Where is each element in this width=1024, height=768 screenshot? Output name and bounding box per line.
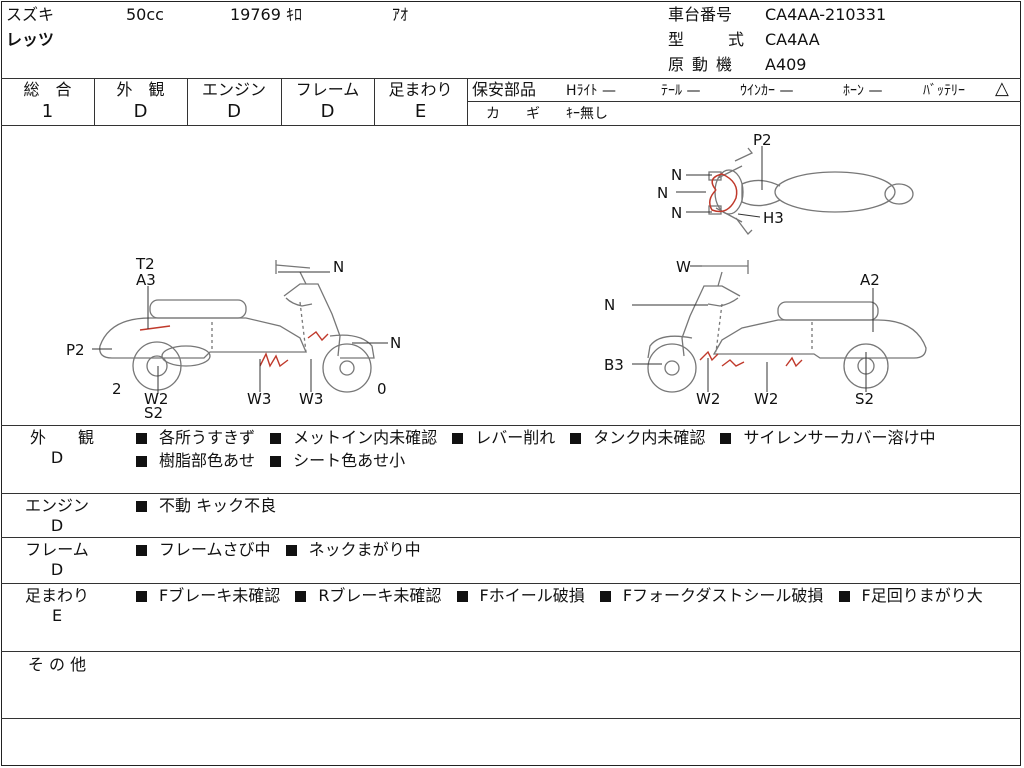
grade-suspension-value: E [414,101,427,122]
chassis-value: CA4AA-210331 [765,5,887,24]
remarks-suspension-list: Fブレーキ未確認 Rブレーキ未確認 Fホイール破損 Fフォークダストシール破損 … [136,584,1016,607]
label-right-w2b: W2 [754,390,778,408]
scooter-right-side [647,260,927,393]
type-value: CA4AA [765,30,820,49]
top-view-damage-mark [709,173,738,213]
label-top-p2: P2 [753,131,772,149]
label-top-n2: N [657,184,668,202]
remark-item: Rブレーキ未確認 [295,586,441,605]
safety-winker: ｳｲﾝｶｰ — [740,83,794,99]
label-left-2: 2 [112,380,122,398]
label-left-s2: S2 [144,404,163,422]
remarks-other-label: そ の 他 [27,655,87,674]
displacement: 50cc [126,5,164,24]
engine-value: A409 [765,55,807,74]
label-top-h3: H3 [763,209,784,227]
key-label: カ ギ [486,106,546,122]
remark-item: シート色あせ小 [270,451,405,470]
maker: スズキ [6,5,55,24]
grade-frame-label: フレーム [295,80,360,99]
key-value: ｷｰ無し [566,106,608,122]
remark-item: Fホイール破損 [456,586,585,605]
label-right-w: W [676,258,691,276]
safety-horn: ﾎｰﾝ — [843,83,883,99]
remarks-suspension-label: 足まわり [24,586,89,605]
remark-item: F足回りまがり大 [838,586,983,605]
grade-exterior-label: 外 観 [116,80,165,99]
grade-overall-label: 総 合 [23,80,72,99]
label-left-n-top: N [333,258,344,276]
label-top-n3: N [671,204,682,222]
grade-engine-value: D [227,101,241,122]
label-right-a2: A2 [860,271,880,289]
remarks-engine-label: エンジン [24,496,89,515]
damage-diagram: P2 N N N H3 T2 A3 N [66,131,927,422]
safety-headlight: Hﾗｲﾄ — [566,83,616,99]
remark-item: 各所うすきず [136,428,255,447]
grade-suspension-label: 足まわり [388,80,453,99]
safety-battery: ﾊﾞｯﾃﾘｰ [923,83,965,99]
label-right-n: N [604,296,615,314]
remark-item: Fフォークダストシール破損 [599,586,823,605]
grade-engine-label: エンジン [201,80,266,99]
remarks-engine-grade: D [50,516,64,535]
chassis-label: 車台番号 [668,5,733,24]
remarks-frame-list: フレームさび中 ネックまがり中 [136,538,1016,561]
mileage: 19769 ｷﾛ [230,5,302,24]
remark-item: レバー削れ [452,428,555,447]
grade-overall-value: 1 [41,101,54,122]
type-label: 型 式 [668,30,759,49]
remark-item: サイレンサーカバー溶け中 [720,428,935,447]
remarks-exterior-label: 外 観 [29,428,94,447]
label-left-n-front: N [390,334,401,352]
right-side-damage-marks [699,350,803,368]
label-left-0: 0 [377,380,387,398]
scooter-top-view [708,147,914,235]
remark-item: フレームさび中 [136,540,271,559]
label-left-p2: P2 [66,341,85,359]
label-left-w3a: W3 [247,390,271,408]
label-right-s2: S2 [855,390,874,408]
remarks-exterior-list: 各所うすきず メットイン内未確認 レバー削れ タンク内未確認 サイレンサーカバー… [136,426,1016,472]
color: ｱｵ [392,5,409,24]
remark-item: タンク内未確認 [570,428,705,447]
remark-item: ネックまがり中 [285,540,421,559]
remark-item: Fブレーキ未確認 [136,586,280,605]
remark-item: 不動 キック不良 [136,496,276,515]
label-left-t2: T2 [135,255,155,273]
label-right-b3: B3 [604,356,624,374]
label-top-n1: N [671,166,682,184]
label-left-w2: W2 [144,390,168,408]
grade-exterior-value: D [133,101,148,122]
label-left-a3: A3 [136,271,156,289]
remark-item: メットイン内未確認 [270,428,437,447]
label-left-w3b: W3 [299,390,323,408]
label-right-w2a: W2 [696,390,720,408]
battery-status-mark: △ [995,78,1009,99]
safety-tail: ﾃｰﾙ — [661,83,701,99]
remarks-exterior-grade: D [50,448,64,467]
grade-frame-value: D [320,101,335,122]
model-name: レッツ [6,30,55,49]
left-side-damage-marks [139,325,329,368]
remarks-frame-grade: D [50,560,64,579]
engine-label: 原動機 [668,55,741,74]
scooter-left-side [99,260,375,393]
safety-label: 保安部品 [472,80,537,99]
remarks-suspension-grade: E [51,606,63,625]
remark-item: 樹脂部色あせ [136,451,255,470]
remarks-frame-label: フレーム [25,540,89,559]
remarks-engine-list: 不動 キック不良 [136,494,1016,517]
